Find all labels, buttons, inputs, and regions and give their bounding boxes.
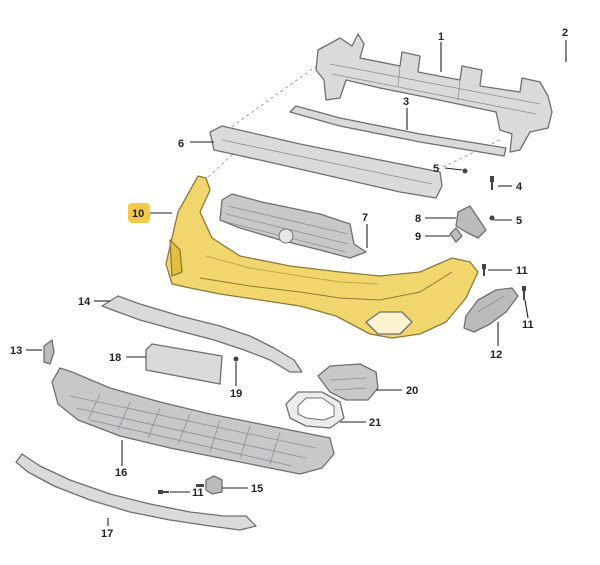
callout-18: 18 [109,352,121,364]
callout-19: 19 [230,388,242,400]
callout-10: 10 [132,208,144,220]
callout-4: 4 [516,181,523,193]
part-13-clip [43,339,55,365]
callout-5-lower: 5 [516,215,522,227]
callout-8: 8 [415,213,421,225]
part-11-screw-far-right [522,286,526,300]
callout-6: 6 [178,138,184,150]
part-16-lower-grille [51,367,335,475]
part-3-trim-strip [289,105,507,157]
part-4-bolt [490,176,494,190]
part-7-upper-grille [219,193,367,259]
part-11-screw-lower [158,490,169,494]
part-18-license-plate-bracket [145,343,223,385]
callout-17: 17 [101,528,113,540]
leader-lines [26,40,567,526]
part-15-clip [196,475,223,495]
part-21-fog-frame [285,391,345,429]
part-17-lower-trim [15,453,257,531]
callout-10-badge [128,203,150,223]
callout-11-right: 11 [516,265,528,277]
part-9-clip [449,227,463,243]
part-20-fog-grille [317,363,379,401]
part-5-screw-upper [462,168,468,174]
part-5-screw-lower [489,215,495,221]
part-12-side-bracket [463,287,519,333]
callout-12: 12 [490,349,502,361]
part-1-impact-carrier [315,33,553,153]
part-19-screw [233,356,239,362]
callout-11-far-right: 11 [522,319,534,331]
callout-5-upper: 5 [433,163,439,175]
callout-15: 15 [251,483,263,495]
callout-3: 3 [403,96,409,108]
callout-labels: 1 2 3 6 5 4 7 8 9 5 10 11 11 12 13 14 18… [10,27,568,540]
callout-9: 9 [415,231,421,243]
callout-13: 13 [10,345,22,357]
callout-11-lower: 11 [192,487,204,499]
part-8-bracket [455,205,487,239]
callout-16: 16 [115,467,127,479]
callout-7: 7 [362,212,368,224]
part-14-trim-strip [101,295,303,373]
callout-2: 2 [562,27,568,39]
callout-20: 20 [406,385,418,397]
callout-1: 1 [438,31,444,43]
callout-21: 21 [369,417,381,429]
callout-14: 14 [78,296,91,308]
part-6-energy-absorber [209,125,443,199]
part-10-bumper-cover [165,175,479,339]
part-11-screw-right [482,264,486,276]
